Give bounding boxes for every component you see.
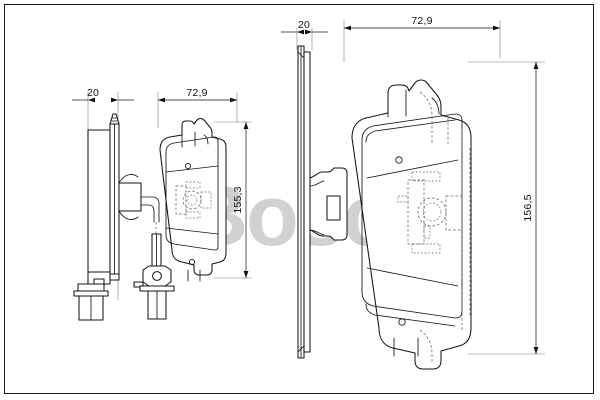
backing-plate-hidden-detail [175,181,212,219]
wear-sensor-assembly [133,196,175,320]
dim-right-width: 72,9 [411,15,432,27]
dim-left-thickness: 20 [87,87,99,99]
dim-left-width: 72,9 [186,87,207,99]
large-pad-front-view: 72,9 156,5 [343,15,545,370]
large-pad-edge-view: 20 [281,19,348,359]
side-profile-view: 20 [72,87,142,321]
backing-plate-hidden-detail [397,171,463,254]
drawing-border [4,4,594,394]
dim-right-thickness: 20 [298,19,310,31]
dim-left-height: 155,3 [232,186,244,213]
sensor-connector-right [139,285,175,320]
sensor-connector-left [73,283,109,321]
small-pad-front-view: 72,9 155,3 [157,87,252,282]
dim-right-height: 156,5 [522,194,534,221]
